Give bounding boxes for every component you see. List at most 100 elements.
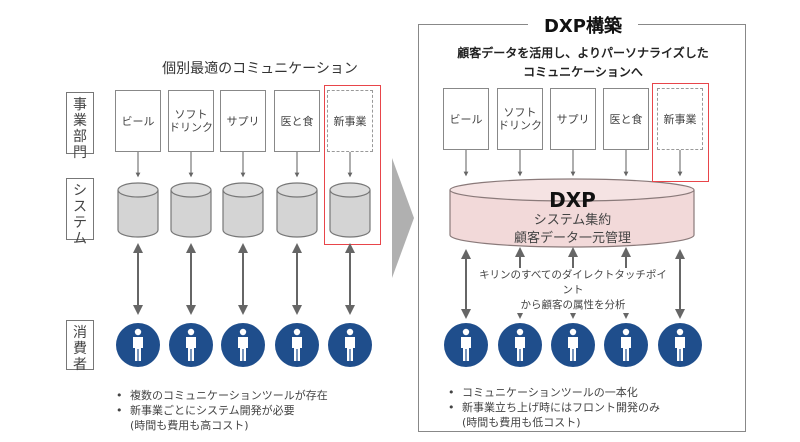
database-cylinder-icon	[222, 190, 264, 238]
row-label-char: テ	[73, 215, 87, 231]
row-label-departments: 事 業 部 門	[66, 92, 94, 161]
department-label-line: 医と食	[280, 114, 314, 128]
left-bullet-1: 複数のコミュニケーションツールが存在	[112, 388, 328, 403]
department-box: ビール	[443, 88, 489, 150]
dxp-panel-title: DXP構築	[528, 12, 638, 38]
dxp-line-2: 顧客データ一元管理	[513, 231, 631, 246]
person-body	[621, 337, 631, 361]
department-box: ビール	[115, 90, 161, 152]
row-label-char: シ	[73, 183, 87, 199]
row-label-char: 費	[73, 341, 87, 357]
dxp-platform-labels: DXP システム集約 顧客データ一元管理	[450, 188, 695, 248]
row-label-char: 業	[73, 113, 87, 129]
subtitle-line: 顧客データを活用し、よりパーソナライズした	[457, 46, 709, 60]
person-body	[675, 337, 685, 361]
row-label-system: シ ス テ ム	[66, 178, 94, 247]
person-head	[134, 328, 142, 336]
database-cylinder-icon	[276, 190, 318, 238]
touchpoint-line: から顧客の属性を分析	[520, 299, 626, 311]
row-label-char: 事	[73, 97, 87, 113]
person-body	[345, 337, 355, 361]
row-label-char: 門	[73, 145, 87, 161]
database-cylinder-top	[222, 182, 264, 198]
department-box: 医と食	[274, 90, 320, 152]
left-bullet-list: 複数のコミュニケーションツールが存在 新事業ごとにシステム開発が必要 (時間も費…	[112, 388, 328, 433]
person-head	[462, 328, 470, 336]
department-box: 医と食	[603, 88, 649, 150]
person-body	[238, 337, 248, 361]
left-bullet-2: 新事業ごとにシステム開発が必要	[112, 403, 328, 418]
row-label-char: ム	[73, 231, 87, 247]
person-head	[293, 328, 301, 336]
person-body	[568, 337, 578, 361]
subtitle-line: コミュニケーションへ	[523, 65, 643, 79]
row-label-char: ス	[73, 199, 87, 215]
department-label: ソフトドリンク	[498, 106, 542, 132]
department-label: 医と食	[610, 113, 643, 126]
department-label: サプリ	[227, 115, 260, 128]
database-cylinder-top	[329, 182, 371, 198]
row-label-char: 者	[73, 357, 87, 373]
database-cylinder-top	[170, 182, 212, 198]
department-label-line: 新事業	[333, 114, 367, 128]
right-bullet-list: コミュニケーションツールの一本化 新事業立ち上げ時にはフロント開発のみ (時間も…	[444, 385, 660, 430]
person-head	[346, 328, 354, 336]
department-label-line: ビール	[449, 112, 483, 126]
database-cylinder-top	[276, 182, 318, 198]
right-bullet-1: コミュニケーションツールの一本化	[444, 385, 660, 400]
right-bullet-2: 新事業立ち上げ時にはフロント開発のみ	[444, 400, 660, 415]
person-body	[186, 337, 196, 361]
person-head	[569, 328, 577, 336]
department-label: ビール	[450, 113, 483, 126]
person-head	[239, 328, 247, 336]
person-head	[187, 328, 195, 336]
row-label-char: 消	[73, 325, 87, 341]
database-cylinder-icon	[117, 190, 159, 238]
department-label: サプリ	[557, 113, 590, 126]
new-business-highlight-right	[652, 83, 709, 182]
department-label-line: 医と食	[609, 112, 643, 126]
dxp-line-1: システム集約	[533, 213, 612, 228]
row-label-consumers: 消 費 者	[66, 320, 94, 373]
department-label-line: ソフト	[503, 106, 537, 119]
department-box: サプリ	[220, 90, 266, 152]
touchpoint-line: キリンのすべてのダイレクトタッチポイント	[479, 269, 667, 296]
department-box: ソフトドリンク	[168, 90, 214, 152]
department-label: ソフトドリンク	[169, 108, 213, 134]
database-cylinder-icon	[329, 190, 371, 238]
person-body	[292, 337, 302, 361]
database-cylinder-top	[117, 182, 159, 198]
left-bullet-note: (時間も費用も高コスト)	[130, 419, 249, 432]
person-head	[516, 328, 524, 336]
left-panel-title: 個別最適のコミュニケーション	[162, 61, 358, 77]
department-label-line: サプリ	[556, 112, 590, 126]
department-box: ソフトドリンク	[497, 88, 543, 150]
dxp-label: DXP	[549, 188, 596, 212]
department-label-line: ビール	[121, 114, 155, 128]
department-label: 新事業	[334, 115, 367, 128]
department-box: サプリ	[550, 88, 596, 150]
touchpoint-analysis-text: キリンのすべてのダイレクトタッチポイント から顧客の属性を分析	[478, 268, 668, 313]
department-label-line: ソフト	[174, 108, 208, 121]
dxp-panel-subtitle: 顧客データを活用し、よりパーソナライズした コミュニケーションへ	[420, 44, 746, 82]
department-label-line: 新事業	[663, 112, 697, 126]
dxp-cylinder-top	[449, 178, 695, 202]
department-label-line: サプリ	[226, 114, 260, 128]
database-cylinder-icon	[170, 190, 212, 238]
department-label: ビール	[122, 115, 155, 128]
right-bullet-note: (時間も費用も低コスト)	[462, 416, 581, 429]
transition-arrow-icon	[392, 158, 414, 278]
person-head	[622, 328, 630, 336]
department-box: 新事業	[657, 88, 703, 150]
person-head	[676, 328, 684, 336]
person-body	[515, 337, 525, 361]
person-body	[133, 337, 143, 361]
department-label-line: ドリンク	[169, 121, 213, 134]
person-body	[461, 337, 471, 361]
department-label: 新事業	[664, 113, 697, 126]
department-label: 医と食	[281, 115, 314, 128]
row-label-char: 部	[73, 129, 87, 145]
department-label-line: ドリンク	[498, 119, 542, 132]
department-box: 新事業	[327, 90, 373, 152]
